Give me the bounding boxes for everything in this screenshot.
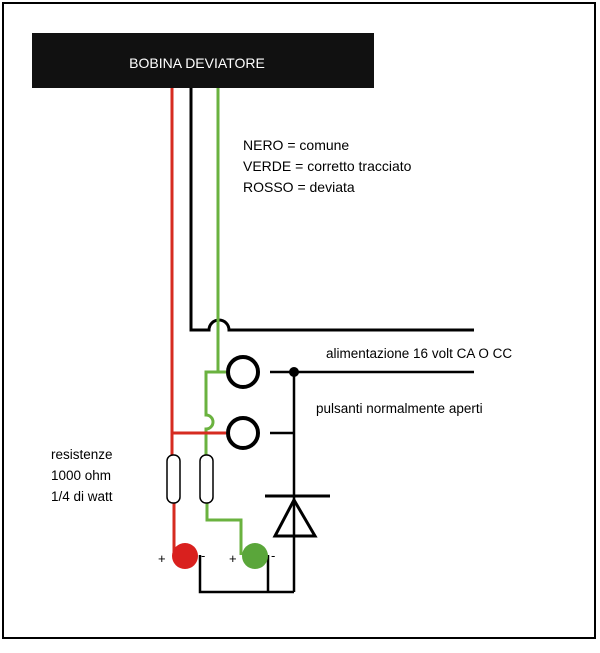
diode-triangle <box>272 496 318 538</box>
coil-title: BOBINA DEVIATORE <box>129 55 265 71</box>
legend-red: ROSSO = deviata <box>243 179 355 195</box>
resistors-label-line3: 1/4 di watt <box>51 489 113 504</box>
red-led-plus: + <box>158 551 166 566</box>
resistors-label-line2: 1000 ohm <box>51 468 111 483</box>
red-led-minus: - <box>201 548 205 563</box>
resistors-label: resistenze 1000 ohm 1/4 di watt <box>51 447 113 504</box>
led-red <box>172 543 198 569</box>
buttons-label: pulsanti normalmente aperti <box>316 401 483 416</box>
push-button-2-ring <box>226 416 260 450</box>
push-button-2 <box>226 416 260 450</box>
black-common-wire <box>189 88 474 332</box>
resistors-label-line1: resistenze <box>51 447 113 462</box>
resistor-green <box>199 454 214 504</box>
legend-black: NERO = comune <box>243 137 349 153</box>
led-return-wire <box>198 555 294 594</box>
power-rail <box>270 367 474 592</box>
led-green <box>242 543 268 569</box>
legend-green: VERDE = corretto tracciato <box>243 158 412 174</box>
power-supply-label: alimentazione 16 volt CA O CC <box>326 346 512 361</box>
push-button-1-ring <box>226 355 260 389</box>
coil-box <box>32 33 374 88</box>
green-wire <box>204 88 220 455</box>
green-to-led <box>205 503 243 555</box>
diode <box>265 494 330 538</box>
diagram-frame <box>2 2 596 639</box>
resistor-red <box>166 454 181 504</box>
green-led-plus: + <box>229 551 237 566</box>
green-led-minus: - <box>271 548 275 563</box>
push-button-1 <box>226 355 260 389</box>
wire-legend: NERO = comune VERDE = corretto tracciato… <box>243 137 412 195</box>
